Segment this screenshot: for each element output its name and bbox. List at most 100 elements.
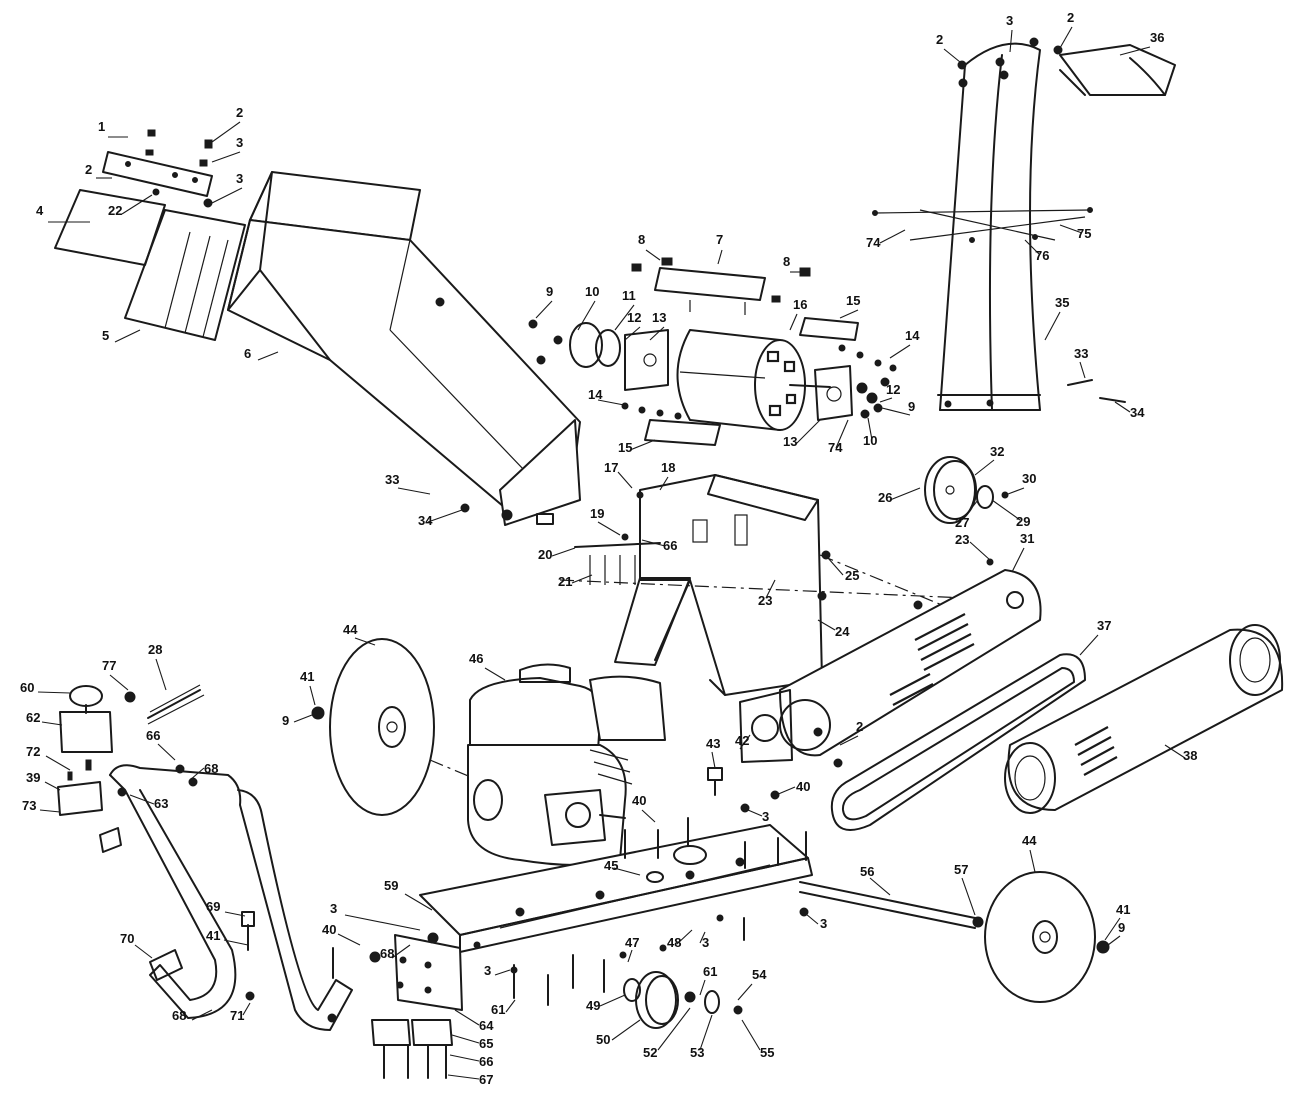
leader-line-c12a — [624, 326, 641, 341]
leader-line-c13a — [649, 326, 665, 341]
part-callout-c11: 11 — [622, 288, 636, 303]
part-callout-c60: 60 — [20, 680, 34, 695]
leader-line-c46 — [484, 667, 506, 681]
part-callout-c69: 69 — [206, 899, 220, 914]
part-callout-c9a: 9 — [546, 284, 553, 299]
leader-line-c15b — [629, 439, 656, 451]
part-callout-c30: 30 — [1022, 471, 1036, 486]
leader-line-c66c — [449, 1054, 480, 1062]
belt-bracket — [739, 689, 793, 763]
leader-line-c22 — [121, 194, 153, 215]
part-callout-c15a: 15 — [846, 293, 860, 308]
leader-line-c18 — [659, 476, 669, 491]
leader-line-c42 — [739, 734, 751, 750]
part-callout-c46: 46 — [469, 651, 483, 666]
leader-line-c9b — [881, 407, 911, 416]
part-callout-c40c: 40 — [322, 922, 336, 937]
flap-bracket — [102, 151, 213, 197]
tank-bracket — [57, 759, 127, 853]
leader-line-c9d — [1107, 935, 1121, 946]
part-callout-c10a: 10 — [585, 284, 599, 299]
part-callout-c21: 21 — [558, 574, 572, 589]
part-callout-c64: 64 — [479, 1018, 494, 1033]
leader-line-c23b — [969, 541, 991, 561]
part-callout-c23a: 23 — [758, 593, 772, 608]
leader-line-c41b — [223, 939, 249, 946]
part-callout-c3g: 3 — [484, 963, 491, 978]
part-callout-c12a: 12 — [627, 310, 641, 325]
leader-line-c23a — [765, 579, 776, 599]
leader-line-c45 — [613, 867, 641, 876]
leader-line-c33b — [397, 487, 431, 495]
part-callout-c3e: 3 — [330, 901, 337, 916]
leader-line-c16 — [789, 313, 798, 331]
leader-line-c64 — [454, 1009, 480, 1026]
part-callout-c68a: 68 — [204, 761, 218, 776]
leader-line-c28 — [155, 658, 167, 691]
tow-handle — [109, 764, 353, 1031]
part-callout-c75: 75 — [1077, 226, 1091, 241]
misc-hardware — [369, 297, 994, 974]
part-callout-c1: 1 — [98, 119, 105, 134]
part-callout-c9c: 9 — [282, 713, 289, 728]
part-callout-c41b: 41 — [206, 928, 220, 943]
part-callout-c43: 43 — [706, 736, 720, 751]
leader-line-c71 — [242, 1002, 251, 1016]
part-callout-c36: 36 — [1150, 30, 1164, 45]
part-callout-c27: 27 — [955, 515, 969, 530]
leader-line-c2d — [1059, 26, 1073, 49]
leader-line-c38 — [1164, 744, 1186, 759]
leader-line-c34b — [427, 509, 463, 523]
part-callout-c19: 19 — [590, 506, 604, 521]
discharge-chute — [937, 42, 1041, 411]
leader-line-c14a — [889, 344, 911, 359]
leader-line-c74b — [879, 229, 906, 244]
leader-line-c8a — [645, 249, 661, 261]
part-callout-c44b: 44 — [1022, 833, 1037, 848]
leader-line-c3d — [747, 809, 763, 817]
part-callout-c3c: 3 — [1006, 13, 1013, 28]
part-callout-c3b: 3 — [236, 171, 243, 186]
part-callout-c72: 72 — [26, 744, 40, 759]
leader-line-c76 — [1024, 239, 1041, 256]
leader-line-c37 — [1079, 634, 1099, 656]
part-callout-c61b: 61 — [703, 964, 717, 979]
part-callout-c49: 49 — [586, 998, 600, 1013]
part-callout-c56: 56 — [860, 864, 874, 879]
leader-line-c15a — [839, 309, 859, 319]
leader-line-c33a — [1079, 361, 1086, 379]
rubber-feet — [371, 1019, 453, 1079]
leader-line-c35 — [1044, 311, 1061, 341]
leader-line-c40a — [775, 786, 796, 796]
fuel-tank — [59, 685, 113, 753]
leader-line-c2e — [839, 735, 859, 746]
part-callout-c35: 35 — [1055, 295, 1069, 310]
part-callout-c73: 73 — [22, 798, 36, 813]
leader-line-c11 — [614, 304, 635, 331]
part-callout-c42: 42 — [735, 733, 749, 748]
feed-hopper — [227, 171, 581, 526]
leader-line-c65 — [451, 1034, 480, 1044]
part-callout-c39: 39 — [26, 770, 40, 785]
leader-line-c40b — [641, 809, 656, 823]
leader-line-c24 — [817, 619, 836, 631]
part-callout-c33a: 33 — [1074, 346, 1088, 361]
leader-line-c75 — [1059, 224, 1083, 234]
leader-line-c68a — [189, 767, 205, 781]
part-callout-c17: 17 — [604, 460, 618, 475]
part-callout-c57: 57 — [954, 862, 968, 877]
leader-line-c63a — [129, 794, 155, 805]
leader-line-c50 — [611, 1019, 641, 1041]
leader-line-c44a — [354, 637, 376, 646]
leader-line-c53 — [699, 1014, 713, 1051]
part-callout-c16: 16 — [793, 297, 807, 312]
part-callout-c7: 7 — [716, 232, 723, 247]
leader-line-c56 — [869, 877, 891, 896]
leader-line-c14b — [597, 399, 625, 406]
part-callout-c15b: 15 — [618, 440, 632, 455]
part-callout-c37: 37 — [1097, 618, 1111, 633]
part-callout-c71: 71 — [230, 1008, 244, 1023]
part-callout-c9b: 9 — [908, 399, 915, 414]
leader-line-c2a — [211, 121, 241, 143]
